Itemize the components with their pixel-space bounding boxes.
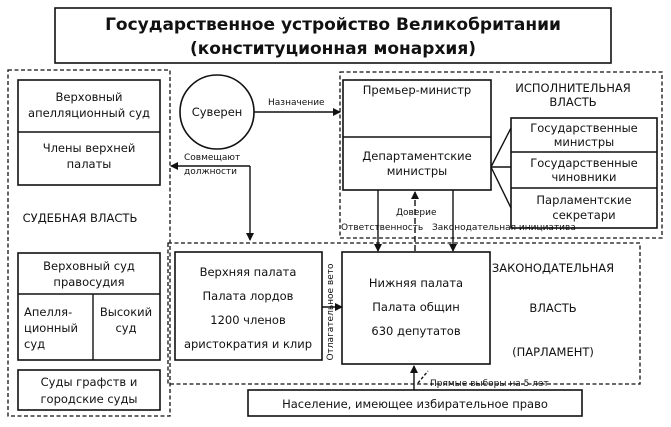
supreme-appeal-line2: апелляционный суд	[28, 106, 150, 120]
executive-branch-region	[339, 71, 663, 239]
initiative-label: Законодательная инициатива	[432, 223, 576, 233]
dept-ministers-line1: Департаментские	[362, 149, 471, 163]
upper-members-line1: Члены верхней	[43, 141, 136, 155]
county-courts-line2: городские суды	[41, 392, 138, 406]
combine-line1: Совмещают	[184, 153, 240, 163]
civil-servants-line1: Государственные	[530, 156, 638, 170]
appointment-label: Назначение	[268, 98, 325, 108]
veto-label: Отлагательное вето	[326, 263, 336, 361]
title-box: Государственное устройство Великобритани…	[54, 7, 612, 64]
high-court-line1: Высокий	[100, 305, 152, 319]
legislative-label-line1: ЗАКОНОДАТЕЛЬНАЯ	[492, 261, 614, 275]
supreme-court-line1: Верховный суд	[43, 259, 135, 273]
appeal-court-line1: Апелля-	[24, 305, 72, 319]
title-line2: (конституционная монархия)	[190, 39, 476, 59]
responsibility-label: Ответственность	[341, 223, 423, 233]
elections-label: Прямые выборы на 5 лет	[430, 379, 549, 389]
secretaries-line2: секретари	[552, 208, 615, 222]
title-line1: Государственное устройство Великобритани…	[105, 15, 561, 35]
supreme-appeal-box: Верховный апелляционный суд Члены верхне…	[17, 79, 161, 186]
ministers-group: Государственные министры Государственные…	[510, 117, 658, 229]
state-ministers-line1: Государственные	[530, 121, 638, 135]
lower-house-box: Нижняя палата Палата общин 630 депутатов	[341, 251, 491, 365]
executive-label-line1: ИСПОЛНИТЕЛЬНАЯ	[515, 81, 631, 95]
prime-minister-label: Премьер-министр	[363, 83, 471, 97]
trust-label: Доверие	[396, 208, 437, 218]
cabinet-box: Премьер-министр Департаментские министры	[342, 79, 492, 191]
upper-house-line3: 1200 членов	[210, 313, 286, 327]
upper-members-line2: палаты	[67, 157, 112, 171]
executive-label-line2: ВЛАСТЬ	[549, 95, 596, 109]
population-box: Население, имеющее избирательное право	[247, 389, 583, 417]
secretaries-line1: Парламентские	[536, 193, 631, 207]
lower-house-line3: 630 депутатов	[371, 324, 460, 338]
legislative-branch-region	[167, 242, 641, 385]
upper-house-line1: Верхняя палата	[200, 265, 297, 279]
population-label: Население, имеющее избирательное право	[282, 397, 548, 411]
appeal-court-line2: ционный	[24, 321, 78, 335]
county-courts-box: Суды графств и городские суды	[17, 369, 161, 411]
ministers-connectors	[490, 127, 512, 209]
supreme-court-line2: правосудия	[53, 275, 124, 289]
supreme-appeal-line1: Верховный	[56, 90, 123, 104]
civil-servants-line2: чиновники	[551, 170, 616, 184]
lower-house-line2: Палата общин	[372, 300, 459, 314]
supreme-court-box: Верховный суд правосудия Апелля- ционный…	[17, 252, 161, 361]
high-court-line2: суд	[115, 321, 136, 335]
sovereign-label: Суверен	[192, 105, 243, 119]
sovereign-circle: Суверен	[179, 74, 255, 150]
judicial-label: СУДЕБНАЯ ВЛАСТЬ	[23, 211, 138, 225]
dept-ministers-line2: министры	[387, 164, 448, 178]
legislative-label-line3: (ПАРЛАМЕНТ)	[512, 345, 594, 359]
upper-house-box: Верхняя палата Палата лордов 1200 членов…	[174, 251, 323, 361]
upper-house-line2: Палата лордов	[203, 289, 294, 303]
upper-house-line4: аристократия и клир	[184, 337, 312, 351]
combine-line2: должности	[184, 167, 237, 177]
appeal-court-line3: суд	[24, 337, 45, 351]
state-ministers-line2: министры	[554, 135, 615, 149]
county-courts-line1: Суды графств и	[41, 375, 138, 389]
lower-house-line1: Нижняя палата	[369, 276, 463, 290]
elections-pointer	[417, 370, 429, 384]
legislative-label-line2: ВЛАСТЬ	[529, 301, 576, 315]
